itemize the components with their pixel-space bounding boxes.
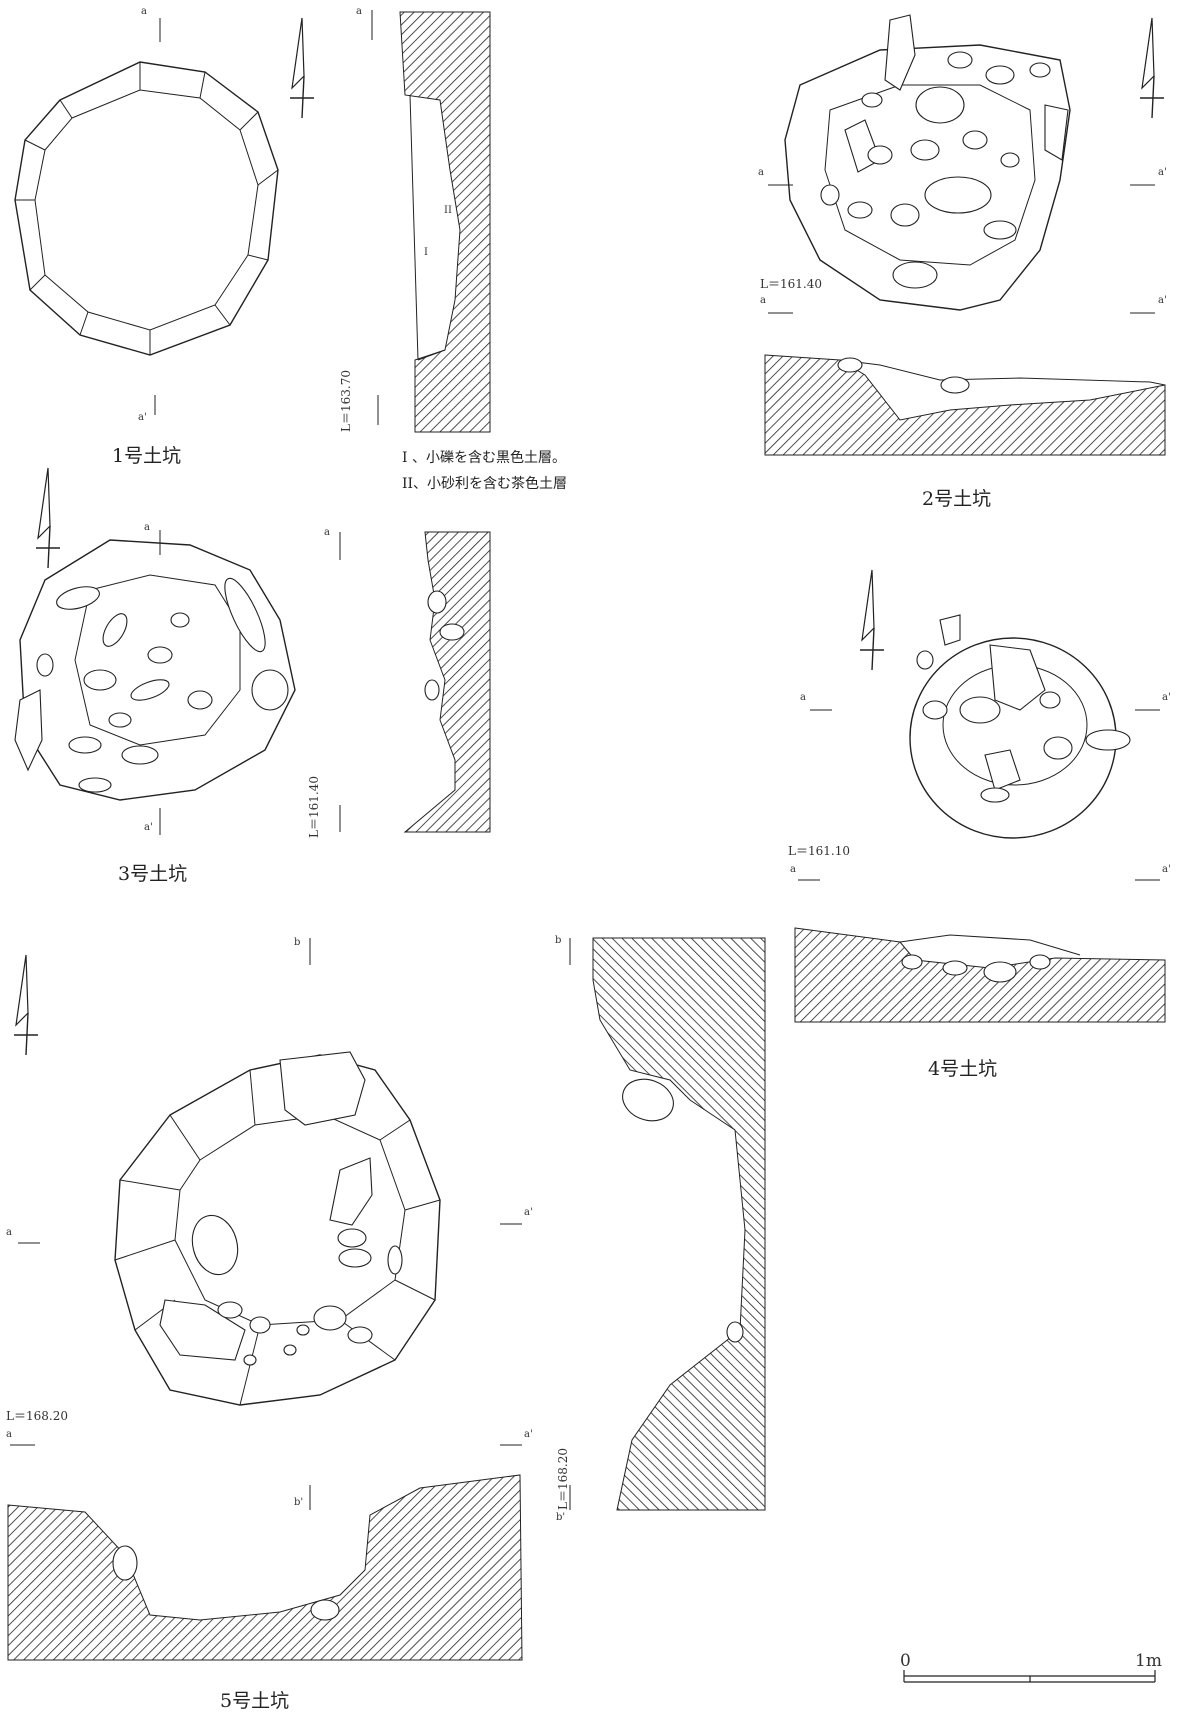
marker-a: a bbox=[800, 692, 806, 703]
pit-4-level: L＝161.10 bbox=[788, 844, 850, 858]
marker-a: a bbox=[356, 6, 362, 17]
pit-4-section bbox=[794, 927, 1166, 1023]
legend-layer-i: I 、小礫を含む黒色土層。 bbox=[402, 449, 566, 466]
pit-1-level: L＝163.70 bbox=[339, 370, 353, 432]
soil-legend: I 、小礫を含む黒色土層。 II、小砂利を含む茶色土層 bbox=[402, 449, 567, 492]
north-arrow-icon bbox=[35, 467, 61, 569]
marker-a: a bbox=[141, 6, 147, 17]
layer-ii-label: II bbox=[444, 205, 452, 216]
marker-a: a bbox=[790, 864, 796, 875]
marker-a-prime: a' bbox=[1158, 295, 1167, 306]
marker-a-prime: a' bbox=[138, 412, 147, 423]
pit-2-section bbox=[764, 354, 1166, 456]
pit-5-plan: b a a' L＝168.20 a a' b' bbox=[6, 937, 533, 1510]
north-arrow-icon bbox=[289, 17, 315, 119]
pit-3-section: a L＝161.40 bbox=[307, 527, 491, 838]
pit-5-section-a bbox=[7, 1474, 523, 1661]
marker-a: a bbox=[760, 295, 766, 306]
pit-5-level-section: L＝168.20 bbox=[556, 1448, 570, 1510]
marker-b: b bbox=[555, 935, 561, 946]
pit-5-section-b: b L＝168.20 b' bbox=[555, 935, 766, 1523]
pit-2-level: L＝161.40 bbox=[760, 277, 822, 291]
marker-a: a bbox=[6, 1429, 12, 1440]
north-arrow-icon bbox=[859, 569, 885, 671]
marker-b: b bbox=[294, 937, 300, 948]
pit-2-label: 2号土坑 bbox=[922, 488, 991, 510]
pit-1-section: a L＝163.70 I II bbox=[339, 6, 491, 433]
marker-a-prime: a' bbox=[144, 822, 153, 833]
marker-b-prime: b' bbox=[556, 1512, 565, 1523]
layer-i-label: I bbox=[424, 247, 428, 258]
marker-a-prime: a' bbox=[1158, 167, 1167, 178]
pit-1-label: 1号土坑 bbox=[112, 445, 181, 467]
marker-a-prime: a' bbox=[1162, 864, 1171, 875]
legend-layer-ii: II、小砂利を含む茶色土層 bbox=[402, 475, 567, 492]
marker-a-prime: a' bbox=[524, 1207, 533, 1218]
pit-4-label: 4号土坑 bbox=[928, 1058, 997, 1080]
pit-5-label: 5号土坑 bbox=[220, 1690, 289, 1712]
north-arrow-icon bbox=[1139, 17, 1165, 119]
scale-start: 0 bbox=[900, 1651, 911, 1671]
pit-3-label: 3号土坑 bbox=[118, 863, 187, 885]
north-arrow-icon bbox=[13, 954, 39, 1056]
pit-3-level: L＝161.40 bbox=[307, 776, 321, 838]
marker-a-prime: a' bbox=[1162, 692, 1171, 703]
marker-a: a bbox=[758, 167, 764, 178]
pit-1-plan: a a' bbox=[14, 6, 279, 423]
marker-b-prime: b' bbox=[294, 1497, 303, 1508]
scale-end: 1m bbox=[1135, 1651, 1162, 1671]
scale-bar: 0 1m bbox=[900, 1651, 1162, 1683]
marker-a: a bbox=[144, 522, 150, 533]
pit-2-plan: a a' L＝161.40 a a' bbox=[758, 14, 1167, 314]
pit-4-plan: a a' L＝161.10 a a' bbox=[788, 614, 1171, 881]
marker-a: a bbox=[324, 527, 330, 538]
marker-a: a bbox=[6, 1227, 12, 1238]
pit-5-level-plan: L＝168.20 bbox=[6, 1409, 68, 1423]
pit-3-plan: a a' bbox=[14, 522, 296, 835]
marker-a-prime: a' bbox=[524, 1429, 533, 1440]
